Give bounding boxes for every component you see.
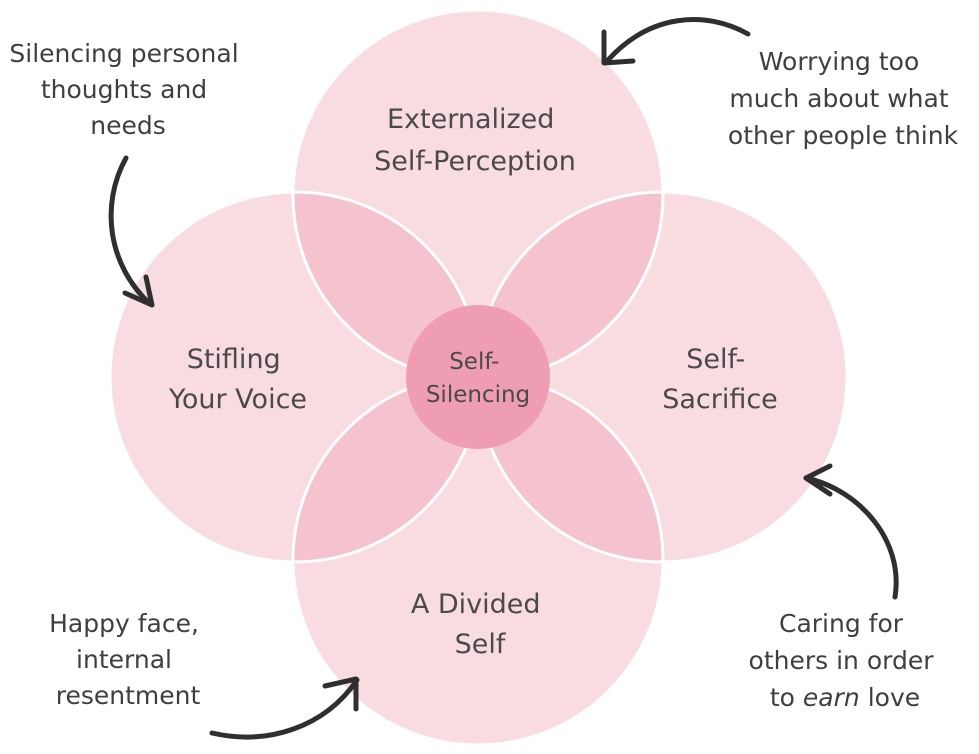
annotation-top-right-line-1: Worrying too <box>759 47 919 76</box>
label-center-line-2: Silencing <box>426 382 530 408</box>
annotation-bottom-left-line-3: resentment <box>56 681 201 710</box>
label-right: Self- Sacrifice <box>662 344 778 415</box>
annotation-bottom-left-line-1: Happy face, <box>49 609 199 638</box>
annotation-bottom-left: Happy face, internal resentment <box>49 609 207 710</box>
annotation-bottom-right-word-earn: earn <box>803 683 860 712</box>
label-bottom-line-1: A Divided <box>411 589 541 620</box>
label-top-line-2: Self-Perception <box>374 146 576 177</box>
label-center-line-1: Self- <box>449 349 499 375</box>
label-left-line-2: Your Voice <box>168 384 307 415</box>
annotation-bottom-right: Caring for others in order to earn love <box>749 609 942 712</box>
label-top: Externalized Self-Perception <box>374 104 576 177</box>
arrow-top-right <box>601 17 751 66</box>
label-top-line-1: Externalized <box>387 104 554 135</box>
annotation-top-left-line-1: Silencing personal <box>9 39 238 68</box>
label-center: Self- Silencing <box>426 349 530 408</box>
annotation-bottom-right-line-1: Caring for <box>779 609 904 638</box>
label-left-line-1: Stifling <box>187 344 281 375</box>
annotation-top-right: Worrying too much about what other peopl… <box>728 47 959 150</box>
annotation-top-right-line-3: other people think <box>728 121 959 150</box>
label-bottom-line-2: Self <box>455 629 507 660</box>
label-left: Stifling Your Voice <box>168 344 307 415</box>
center-circle <box>406 305 550 449</box>
annotation-top-left-line-3: needs <box>90 111 166 140</box>
arrow-top-left <box>108 155 155 308</box>
annotation-bottom-right-word-love: love <box>868 683 920 712</box>
annotation-bottom-right-word-to: to <box>770 683 795 712</box>
label-right-line-1: Self- <box>686 344 745 375</box>
annotation-bottom-right-line-2: others in order <box>749 646 935 675</box>
label-right-line-2: Sacrifice <box>662 384 778 415</box>
arrow-bottom-right <box>803 463 899 600</box>
annotation-top-right-line-2: much about what <box>729 84 948 113</box>
annotation-bottom-left-line-2: internal <box>76 645 172 674</box>
annotation-top-left: Silencing personal thoughts and needs <box>9 39 246 140</box>
arrow-bottom-left <box>209 676 360 740</box>
label-bottom: A Divided Self <box>411 589 549 660</box>
annotation-top-left-line-2: thoughts and <box>41 75 207 104</box>
